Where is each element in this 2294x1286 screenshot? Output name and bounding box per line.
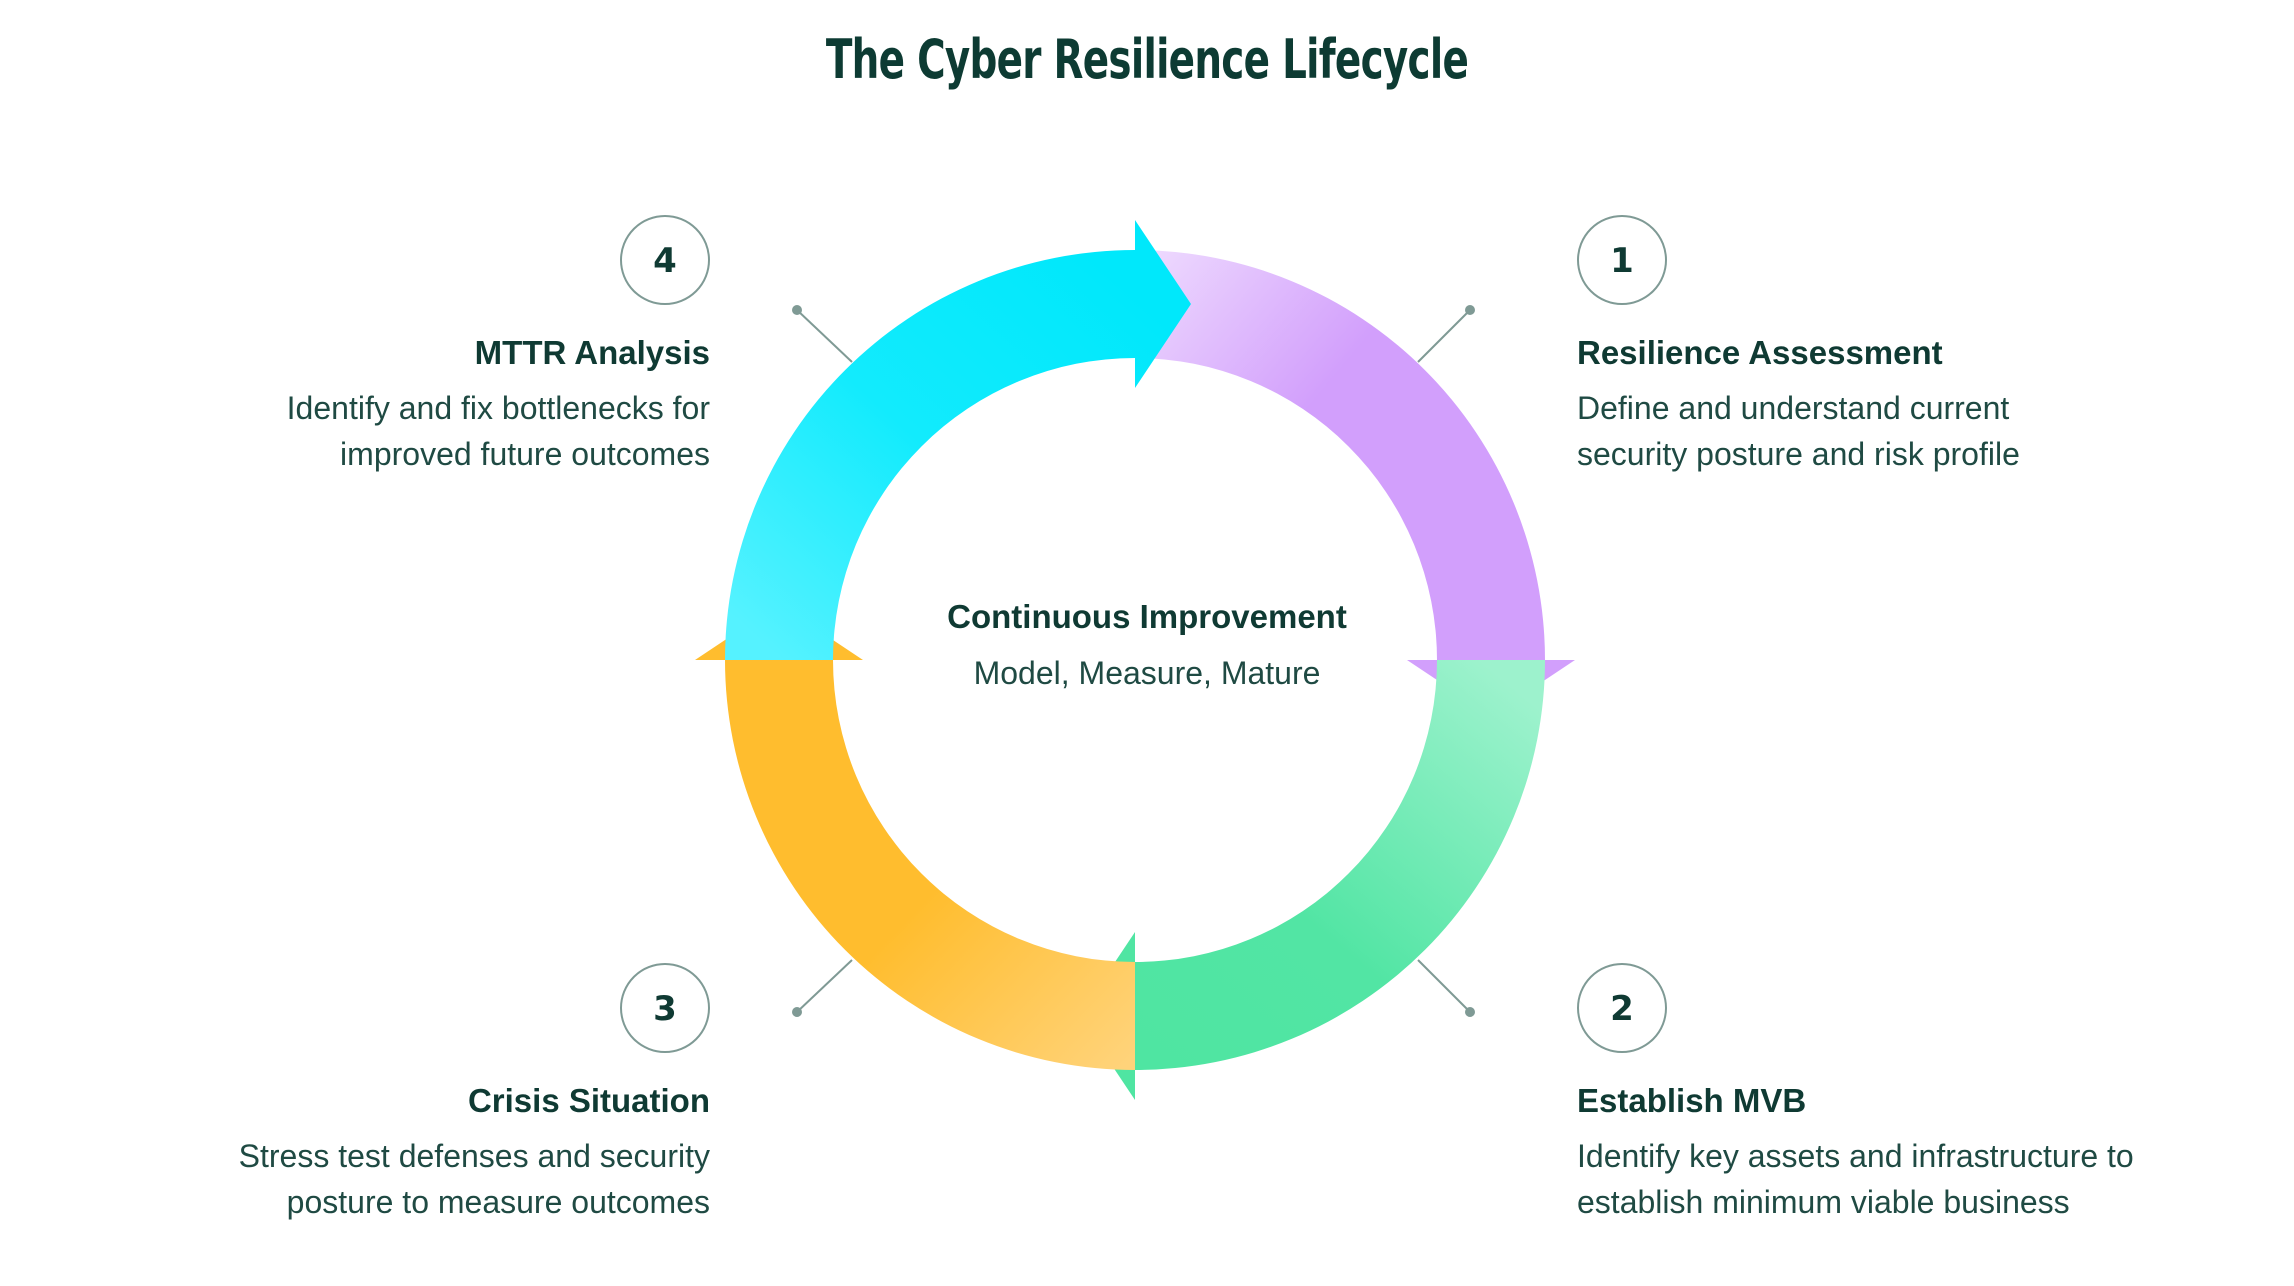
page-title: The Cyber Resilience Lifecycle	[825, 28, 1469, 91]
step-badge-2: 2	[1577, 963, 1667, 1053]
step-number-2: 2	[1610, 989, 1634, 1029]
step-desc-2-line2: establish minimum viable business	[1577, 1184, 2070, 1220]
step-title-4: MTTR Analysis	[474, 334, 710, 371]
center-title: Continuous Improvement	[947, 598, 1347, 635]
step-desc-1-line2: security posture and risk profile	[1577, 436, 2020, 472]
step-title-3: Crisis Situation	[467, 1082, 710, 1119]
connector-3	[792, 959, 853, 1017]
step-number-4: 4	[653, 241, 677, 281]
step-title-2: Establish MVB	[1577, 1082, 1807, 1119]
arrow-segment-crisis-situation	[695, 604, 1135, 1070]
step-badge-3: 3	[620, 963, 710, 1053]
step-badge-1: 1	[1577, 215, 1667, 305]
connector-1	[1417, 305, 1475, 363]
step-desc-3-line2: posture to measure outcomes	[286, 1184, 710, 1220]
step-number-3: 3	[653, 989, 677, 1029]
step-desc-1-line1: Define and understand current	[1577, 390, 2010, 426]
connector-4	[792, 305, 853, 363]
arrow-segment-establish-mvb	[1079, 660, 1545, 1100]
step-desc-2-line1: Identify key assets and infrastructure t…	[1577, 1138, 2134, 1174]
center-subtitle: Model, Measure, Mature	[973, 655, 1321, 691]
step-badge-4: 4	[620, 215, 710, 305]
connector-2	[1417, 959, 1475, 1017]
step-desc-4-line1: Identify and fix bottlenecks for	[286, 390, 710, 426]
step-desc-3-line1: Stress test defenses and security	[238, 1138, 710, 1174]
step-number-1: 1	[1610, 241, 1634, 281]
step-desc-4-line2: improved future outcomes	[340, 436, 710, 472]
arrow-segment-mttr-analysis	[725, 220, 1191, 660]
step-title-1: Resilience Assessment	[1577, 334, 1943, 371]
arrow-segment-resilience-assessment	[1135, 250, 1575, 716]
